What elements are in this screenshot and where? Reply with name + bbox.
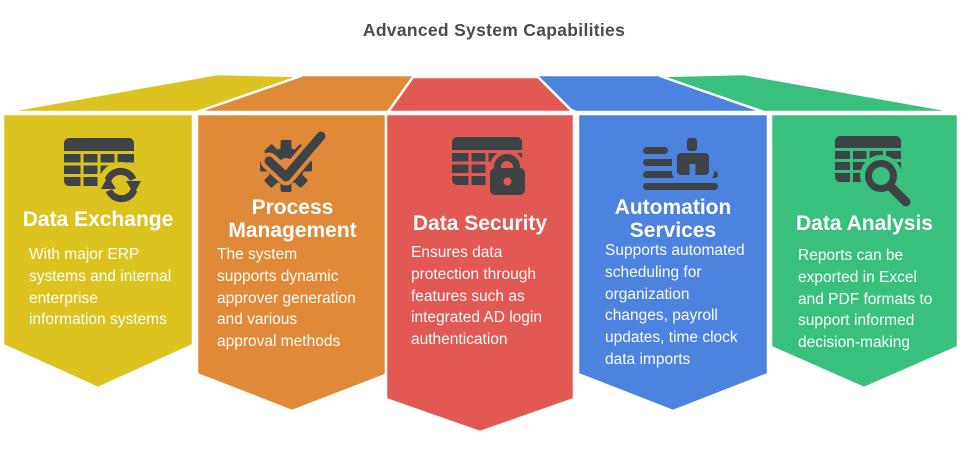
banner-body-data-security: Ensures data protection through features… [411, 244, 542, 349]
fold-data-exchange [1, 72, 303, 114]
banner-heading-process-management: Process Management [228, 196, 357, 242]
banner-data-exchange [1, 112, 195, 390]
banner-process-management [195, 112, 390, 413]
gear-check-icon [260, 127, 330, 192]
table-search-icon [835, 136, 917, 212]
table-sync-icon [64, 138, 144, 208]
fold-data-security [386, 75, 575, 114]
banner-heading-data-exchange: Data Exchange [22, 208, 174, 231]
banner-automation-services [576, 112, 770, 413]
banner-heading-data-analysis: Data Analysis [796, 212, 933, 235]
infographic-title: Advanced System Capabilities [362, 20, 626, 40]
banner-body-process-management: The system supports dynamic approver gen… [217, 246, 356, 351]
banner-heading-automation-services: Automation Services [614, 196, 732, 242]
table-lock-icon [452, 137, 529, 200]
banner-body-data-exchange: With major ERP systems and internal ente… [29, 246, 172, 329]
banner-data-analysis [769, 112, 960, 390]
fold-data-analysis [658, 72, 960, 114]
banner-heading-data-security: Data Security [412, 212, 548, 235]
banner-body-automation-services: Supports automated scheduling for organi… [605, 242, 745, 368]
list-stamp-icon [643, 134, 718, 190]
banner-body-data-analysis: Reports can be exported in Excel and PDF… [798, 247, 933, 352]
